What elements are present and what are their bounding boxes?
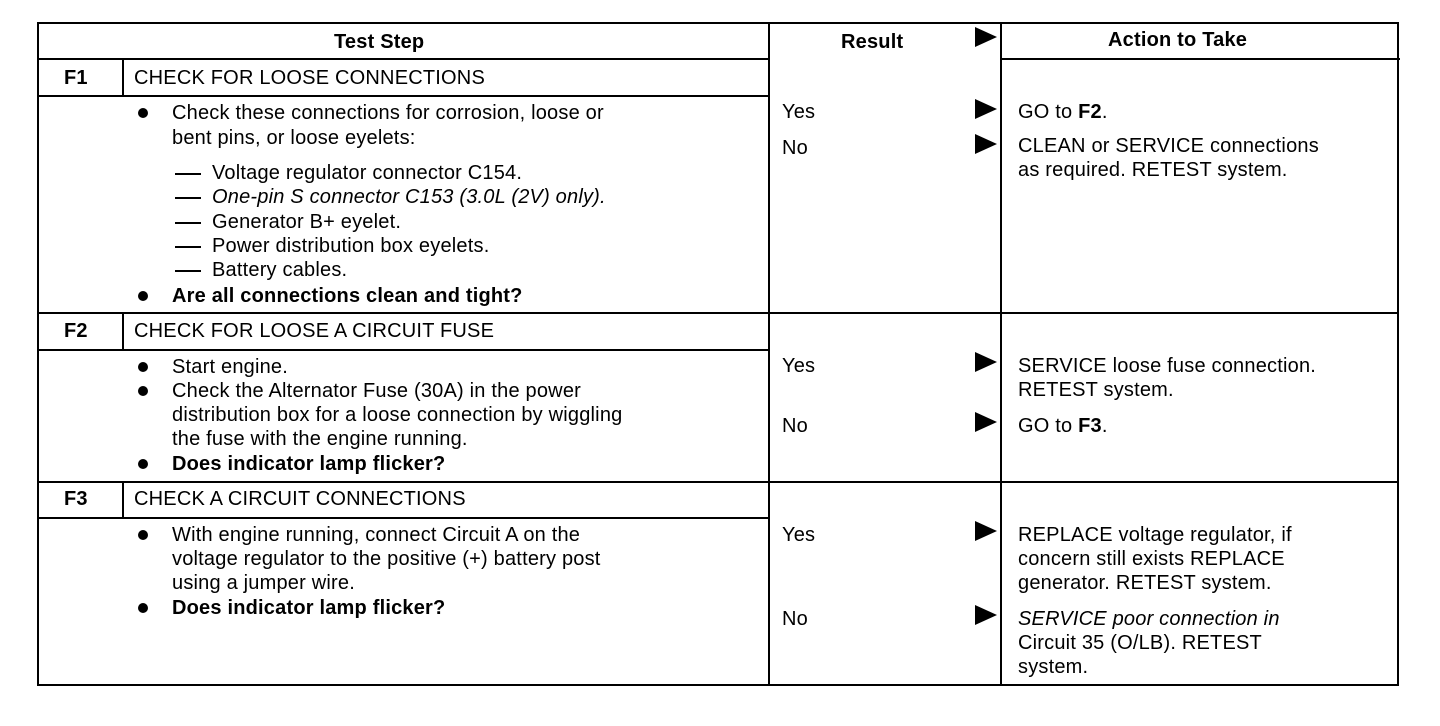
bullet-icon — [138, 459, 148, 469]
f3-bullet1-line3: using a jumper wire. — [172, 572, 355, 594]
divider-action-left — [1000, 24, 1002, 684]
bullet-icon — [138, 386, 148, 396]
f2-bullet1: Start engine. — [172, 356, 289, 378]
id-divider-f3 — [122, 481, 124, 519]
f1-sub5: Battery cables. — [212, 259, 348, 281]
bullet-icon — [138, 603, 148, 613]
f3-no-action-line2: Circuit 35 (O/LB). RETEST — [1018, 632, 1262, 654]
f3-bullet1-line1: With engine running, connect Circuit A o… — [172, 524, 581, 546]
dash-icon — [175, 222, 201, 224]
f2-no-action: GO to F3. — [1018, 414, 1108, 438]
step-id-f1: F1 — [64, 67, 88, 89]
f3-yes-action-line3: generator. RETEST system. — [1018, 572, 1272, 594]
f2-yes: Yes — [782, 355, 816, 377]
f2-no-action-post: . — [1101, 415, 1108, 437]
f1-yes-action-pre: GO to — [1018, 101, 1079, 123]
f3-yes-action-line1: REPLACE voltage regulator, if — [1018, 524, 1292, 546]
f1-bullet1-line2: bent pins, or loose eyelets: — [172, 127, 416, 149]
f1-no: No — [782, 137, 808, 159]
f1-sub4: Power distribution box eyelets. — [212, 235, 490, 257]
arrow-icon — [975, 605, 997, 625]
f3-yes: Yes — [782, 524, 816, 546]
f2-f3-separator — [39, 481, 1399, 483]
f1-yes: Yes — [782, 101, 816, 123]
f2-no-action-pre: GO to — [1018, 415, 1079, 437]
f3-no: No — [782, 608, 808, 630]
f1-sub2: One-pin S connector C153 (3.0L (2V) only… — [212, 186, 606, 208]
bullet-icon — [138, 291, 148, 301]
header-action: Action to Take — [1108, 29, 1248, 51]
bullet-icon — [138, 530, 148, 540]
divider-result-left — [768, 24, 770, 684]
f3-no-action-line3: system. — [1018, 656, 1089, 678]
header-test-step: Test Step — [334, 31, 425, 53]
header-rule-step — [39, 58, 770, 60]
diagnostic-table — [37, 22, 1400, 686]
step-id-f3: F3 — [64, 488, 88, 510]
f1-sub3: Generator B+ eyelet. — [212, 211, 402, 233]
dash-icon — [175, 173, 201, 175]
f1-f2-separator — [39, 312, 1399, 314]
dash-icon — [175, 197, 201, 199]
arrow-icon — [975, 412, 997, 432]
f2-bullet2-line3: the fuse with the engine running. — [172, 428, 468, 450]
id-divider-f2 — [122, 312, 124, 350]
f1-yes-action-post: . — [1101, 101, 1108, 123]
f2-yes-action-line2: RETEST system. — [1018, 379, 1174, 401]
f1-no-action-line1: CLEAN or SERVICE connections — [1018, 135, 1319, 157]
f3-question: Does indicator lamp flicker? — [172, 597, 446, 619]
f2-question: Does indicator lamp flicker? — [172, 453, 446, 475]
bullet-icon — [138, 362, 148, 372]
f1-bullet1-line1: Check these connections for corrosion, l… — [172, 102, 604, 124]
step-title-f2: CHECK FOR LOOSE A CIRCUIT FUSE — [134, 320, 495, 342]
f1-no-action-line2: as required. RETEST system. — [1018, 159, 1288, 181]
f2-bullet2-line2: distribution box for a loose connection … — [172, 404, 623, 426]
arrow-icon — [975, 352, 997, 372]
f2-title-rule — [39, 349, 770, 351]
bullet-icon — [138, 108, 148, 118]
f1-yes-action: GO to F2. — [1018, 100, 1108, 124]
header-rule-action — [1000, 58, 1400, 60]
f2-no-action-ref: F3 — [1078, 415, 1102, 437]
step-id-f2: F2 — [64, 320, 88, 342]
f2-yes-action-line1: SERVICE loose fuse connection. — [1018, 355, 1317, 377]
dash-icon — [175, 270, 201, 272]
f2-no: No — [782, 415, 808, 437]
f1-title-rule — [39, 95, 770, 97]
f3-bullet1-line2: voltage regulator to the positive (+) ba… — [172, 548, 601, 570]
step-title-f1: CHECK FOR LOOSE CONNECTIONS — [134, 67, 485, 89]
id-divider-f1 — [122, 58, 124, 96]
step-title-f3: CHECK A CIRCUIT CONNECTIONS — [134, 488, 466, 510]
header-arrow-icon — [975, 27, 997, 47]
header-result: Result — [841, 31, 904, 53]
f3-no-action-line1: SERVICE poor connection in — [1018, 608, 1280, 630]
f3-title-rule — [39, 517, 770, 519]
arrow-icon — [975, 521, 997, 541]
dash-icon — [175, 246, 201, 248]
f1-yes-action-ref: F2 — [1078, 101, 1102, 123]
f1-sub1: Voltage regulator connector C154. — [212, 162, 523, 184]
arrow-icon — [975, 134, 997, 154]
f2-bullet2-line1: Check the Alternator Fuse (30A) in the p… — [172, 380, 582, 402]
arrow-icon — [975, 99, 997, 119]
f1-question: Are all connections clean and tight? — [172, 285, 523, 307]
f3-yes-action-line2: concern still exists REPLACE — [1018, 548, 1285, 570]
